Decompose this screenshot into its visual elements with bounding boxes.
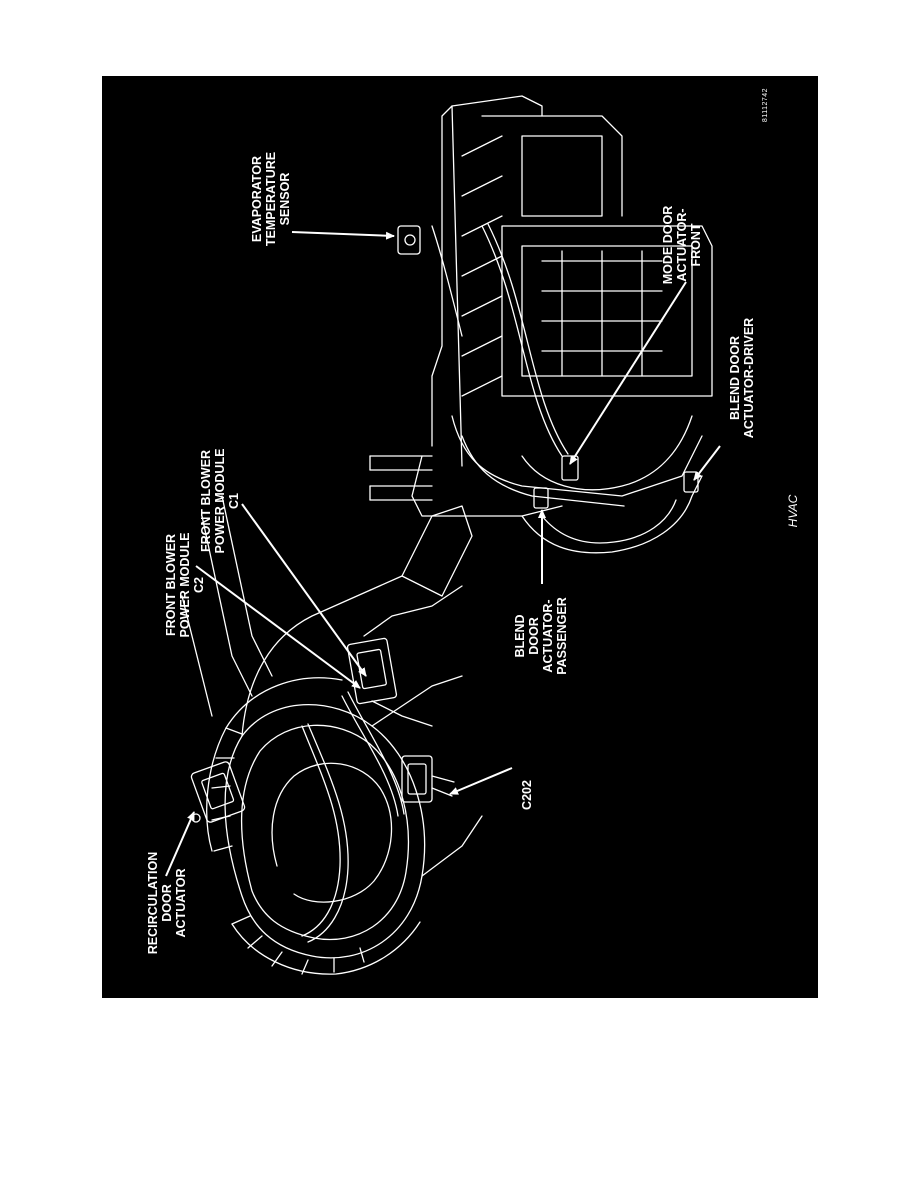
label-line: DOOR <box>527 617 541 655</box>
caption-hvac: HVAC <box>786 486 800 536</box>
label-line: FRONT <box>689 223 703 267</box>
c202-connector-body <box>401 755 455 803</box>
label-line: POWER MODULE <box>178 532 192 638</box>
label-evaporator-temperature-sensor: EVAPORATOR TEMPERATURE SENSOR <box>250 144 292 254</box>
label-line: FRONT BLOWER <box>164 533 178 637</box>
figure-id-text: 81112742 <box>762 87 769 123</box>
label-line: DOOR <box>160 884 174 922</box>
power-module-body <box>181 495 473 727</box>
label-line: ACTUATOR- <box>541 599 555 673</box>
label-line: BLEND <box>513 614 527 658</box>
label-line: RECIRCULATION <box>146 851 160 955</box>
label-line: ACTUATOR- <box>675 208 689 282</box>
label-line: PASSENGER <box>555 597 569 675</box>
label-line: C1 <box>227 493 241 509</box>
label-mode-door-actuator-front: MODE DOOR ACTUATOR- FRONT <box>661 195 703 295</box>
label-line: BLEND DOOR <box>728 335 742 421</box>
recirculation-actuator-body <box>190 761 246 823</box>
arrow-c202 <box>449 767 513 795</box>
case-details <box>397 225 699 509</box>
label-front-blower-power-module-c1: FRONT BLOWER POWER MODULE C1 <box>199 441 241 561</box>
label-line: C202 <box>520 780 534 810</box>
label-line: POWER MODULE <box>213 448 227 554</box>
figure-id: 81112742 <box>762 76 770 135</box>
arrow-evap <box>291 231 395 240</box>
arrow-recirc <box>165 811 195 877</box>
hvac-case <box>369 95 713 554</box>
label-line: ACTUATOR <box>174 868 188 938</box>
label-line: ACTUATOR-DRIVER <box>742 317 756 439</box>
arrow-blower-c2 <box>195 565 361 689</box>
label-line: EVAPORATOR <box>250 155 264 243</box>
diagram-panel: RECIRCULATION DOOR ACTUATOR FRONT BLOWER… <box>102 76 818 998</box>
blower-housing <box>206 575 483 975</box>
arrow-blower-c1 <box>241 503 367 677</box>
label-line: MODE DOOR <box>661 205 675 285</box>
label-line: TEMPERATURE <box>264 151 278 247</box>
label-line: SENSOR <box>278 172 292 226</box>
arrow-mode-door <box>569 281 687 465</box>
label-recirculation-door-actuator: RECIRCULATION DOOR ACTUATOR <box>146 843 188 963</box>
label-blend-door-actuator-driver: BLEND DOOR ACTUATOR-DRIVER <box>728 313 756 443</box>
label-line: FRONT BLOWER <box>199 449 213 553</box>
hvac-illustration <box>165 95 721 975</box>
label-c202: C202 <box>520 770 534 820</box>
caption-text: HVAC <box>786 494 800 528</box>
label-blend-door-actuator-passenger: BLEND DOOR ACTUATOR- PASSENGER <box>513 581 569 691</box>
arrow-blend-driver <box>693 445 721 481</box>
leader-lines <box>165 231 721 877</box>
